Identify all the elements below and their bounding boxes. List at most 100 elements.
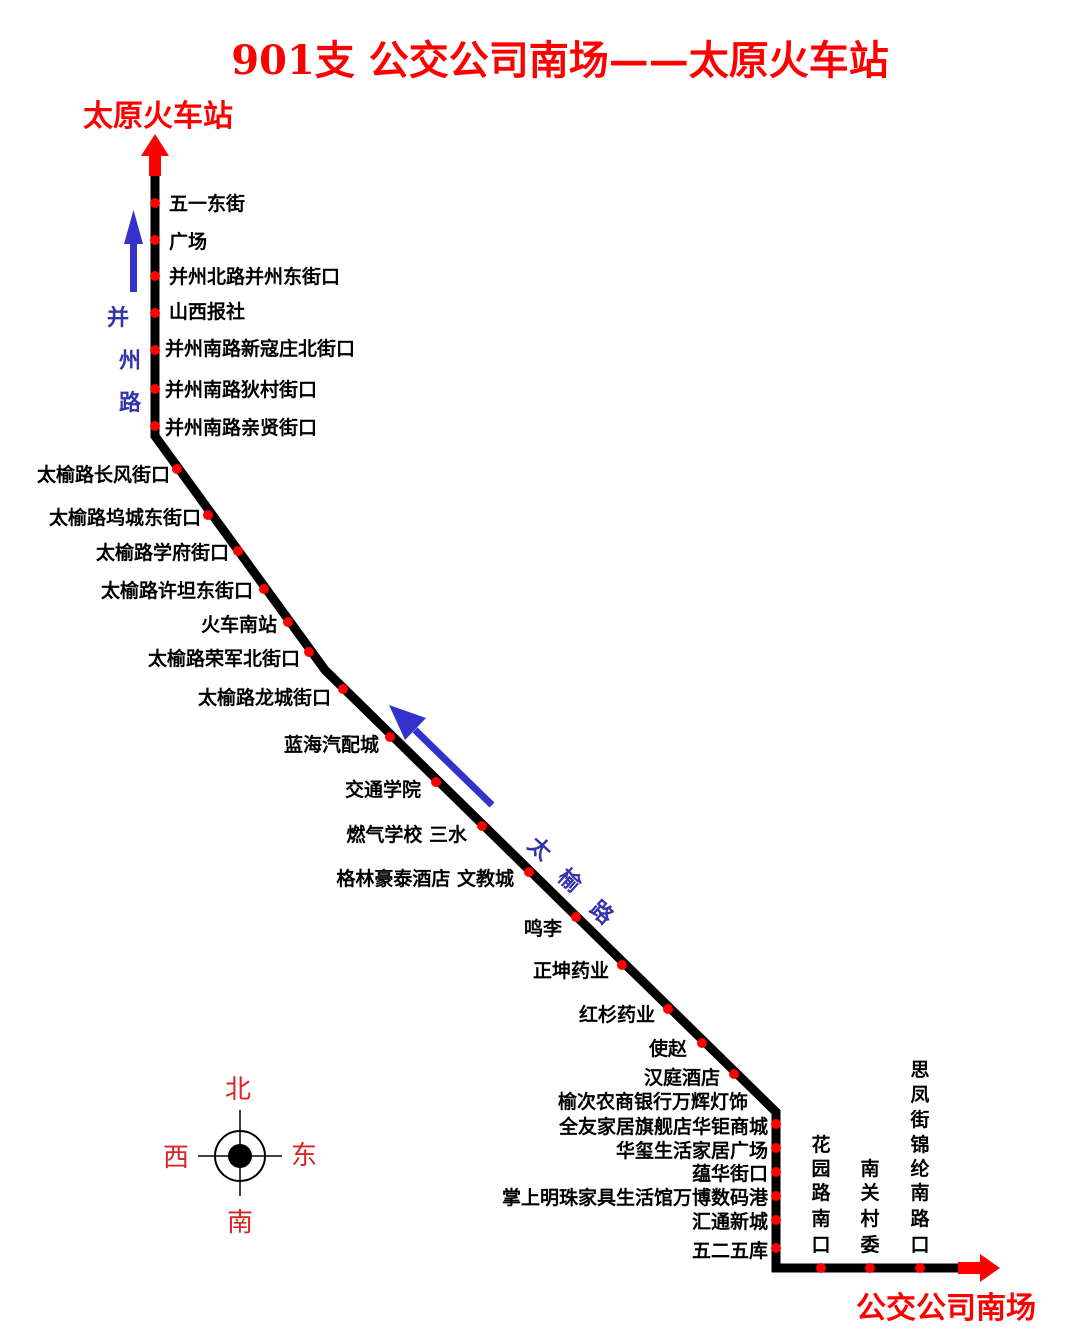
stop-label: 山西报社 (169, 300, 245, 323)
stop-label: 火车南站 (201, 613, 277, 636)
stop-dot (150, 345, 160, 355)
terminal-south-arrow (958, 1254, 1000, 1282)
stop-label: 并州南路新寇庄北街口 (165, 337, 355, 360)
stop-label-char: 园 (811, 1158, 830, 1180)
compass-south-label: 南 (227, 1208, 253, 1238)
stop-dot (771, 1119, 781, 1129)
stop-dot (338, 684, 348, 694)
stop-dot (771, 1167, 781, 1177)
stop-label: 使赵 (648, 1037, 688, 1060)
stop-label-char: 花 (811, 1133, 830, 1156)
stop-dot (865, 1263, 875, 1273)
stops-right-column: 榆次农商银行万辉灯饰 全友家居旗舰店华钜商城 华玺生活家居广场 蕴华街口 掌上明… (502, 1090, 769, 1262)
stop-label-char: 关 (860, 1181, 879, 1204)
road-char: 路 (119, 390, 142, 416)
stop-dot (915, 1263, 925, 1273)
map-title: 901支 公交公司南场——太原火车站 (231, 37, 888, 84)
direction-arrow-taiyu (389, 705, 495, 808)
road-name-bingzhou: 并 州 路 (107, 305, 142, 416)
stop-dot (283, 617, 293, 627)
stop-dot (150, 308, 160, 318)
stop-dot (172, 464, 182, 474)
stop-label: 并州南路亲贤街口 (165, 416, 317, 439)
stop-label: 燃气学校 三水 (346, 823, 468, 846)
stop-dot (816, 1263, 826, 1273)
stop-label: 并州北路并州东街口 (169, 265, 340, 288)
stop-dot (304, 647, 314, 657)
stop-label: 交通学院 (345, 778, 421, 801)
stop-label: 广场 (169, 230, 207, 253)
compass: 北 南 西 东 (163, 1075, 317, 1238)
stop-label-char: 街 (909, 1108, 929, 1131)
stop-label: 鸣李 (524, 917, 563, 940)
stop-label: 华玺生活家居广场 (616, 1139, 768, 1162)
stop-label: 格林豪泰酒店 文教城 (336, 867, 514, 890)
stop-label: 太榆路荣军北街口 (148, 647, 300, 670)
stop-label-char: 思 (910, 1059, 929, 1081)
stop-label: 五一东街 (169, 192, 245, 215)
stop-dot (617, 960, 627, 970)
stop-label: 汉庭酒店 (644, 1066, 720, 1089)
stops-bottom-vertical: 花 园 路 南 口 南 关 村 委 思 凤 街 锦 纶 南 路 口 (811, 1059, 930, 1256)
stop-dot (729, 1069, 739, 1079)
stop-dot (150, 235, 160, 245)
stop-dot (385, 732, 395, 742)
stop-dot (233, 546, 243, 556)
stop-dot (431, 777, 441, 787)
stop-label: 五二五库 (692, 1239, 768, 1262)
compass-west-label: 西 (163, 1143, 189, 1173)
stop-dot (697, 1038, 707, 1048)
stop-label-char: 委 (859, 1234, 879, 1256)
direction-arrow-bingzhou (124, 210, 143, 292)
stop-label: 正坤药业 (533, 959, 609, 982)
stop-label-char: 锦 (910, 1133, 929, 1156)
stop-label-char: 凤 (910, 1084, 929, 1106)
compass-east-label: 东 (291, 1141, 317, 1171)
stop-dot (771, 1243, 781, 1253)
road-char: 太 (522, 832, 556, 867)
stop-label: 汇通新城 (692, 1210, 768, 1233)
stop-label: 太榆路学府街口 (96, 541, 229, 564)
road-char: 州 (119, 348, 141, 374)
stop-label-char: 村 (860, 1207, 879, 1230)
stop-label: 蕴华街口 (692, 1162, 768, 1185)
terminal-north-arrow (141, 134, 169, 176)
stop-dot (771, 1191, 781, 1201)
stop-dot (150, 198, 160, 208)
stop-dot (150, 271, 160, 281)
stop-label-char: 路 (811, 1181, 831, 1204)
stop-dot (771, 1143, 781, 1153)
stop-label-char: 口 (811, 1234, 830, 1256)
stop-label-char: 口 (910, 1234, 929, 1256)
stop-dot (571, 912, 581, 922)
stop-label: 太榆路许坦东街口 (101, 579, 253, 602)
stop-label: 掌上明珠家具生活馆万博数码港 (502, 1186, 769, 1209)
stop-dot (259, 584, 269, 594)
stop-label-char: 南 (811, 1208, 830, 1230)
stop-dot (203, 510, 213, 520)
terminal-north-label: 太原火车站 (83, 99, 233, 134)
stop-label-char: 南 (860, 1158, 879, 1180)
stop-label: 太榆路坞城东街口 (49, 506, 201, 529)
terminal-south-label: 公交公司南场 (856, 1291, 1036, 1326)
stop-dot (771, 1215, 781, 1225)
stops-diagonal: 太榆路长风街口 太榆路坞城东街口 太榆路学府街口 太榆路许坦东街口 火车南站 太… (37, 463, 720, 1089)
road-char: 并 (107, 305, 129, 331)
stop-dots (150, 198, 925, 1273)
stop-label: 榆次农商银行万辉灯饰 (558, 1090, 748, 1113)
stop-dot (150, 384, 160, 394)
stop-label: 红杉药业 (579, 1003, 655, 1026)
stop-label-char: 路 (910, 1207, 930, 1230)
stop-label: 太榆路龙城街口 (198, 686, 331, 709)
stop-label-char: 南 (910, 1182, 929, 1204)
stop-label: 太榆路长风街口 (37, 463, 170, 486)
stop-label: 并州南路狄村街口 (165, 378, 317, 401)
stop-dot (524, 867, 534, 877)
compass-north-label: 北 (225, 1075, 251, 1105)
stop-dot (663, 1004, 673, 1014)
stops-left-column: 五一东街 广场 并州北路并州东街口 山西报社 并州南路新寇庄北街口 并州南路狄村… (165, 192, 355, 439)
stop-dot (150, 421, 160, 431)
stop-label-char: 纶 (910, 1157, 929, 1180)
stop-label: 全友家居旗舰店华钜商城 (558, 1115, 768, 1138)
